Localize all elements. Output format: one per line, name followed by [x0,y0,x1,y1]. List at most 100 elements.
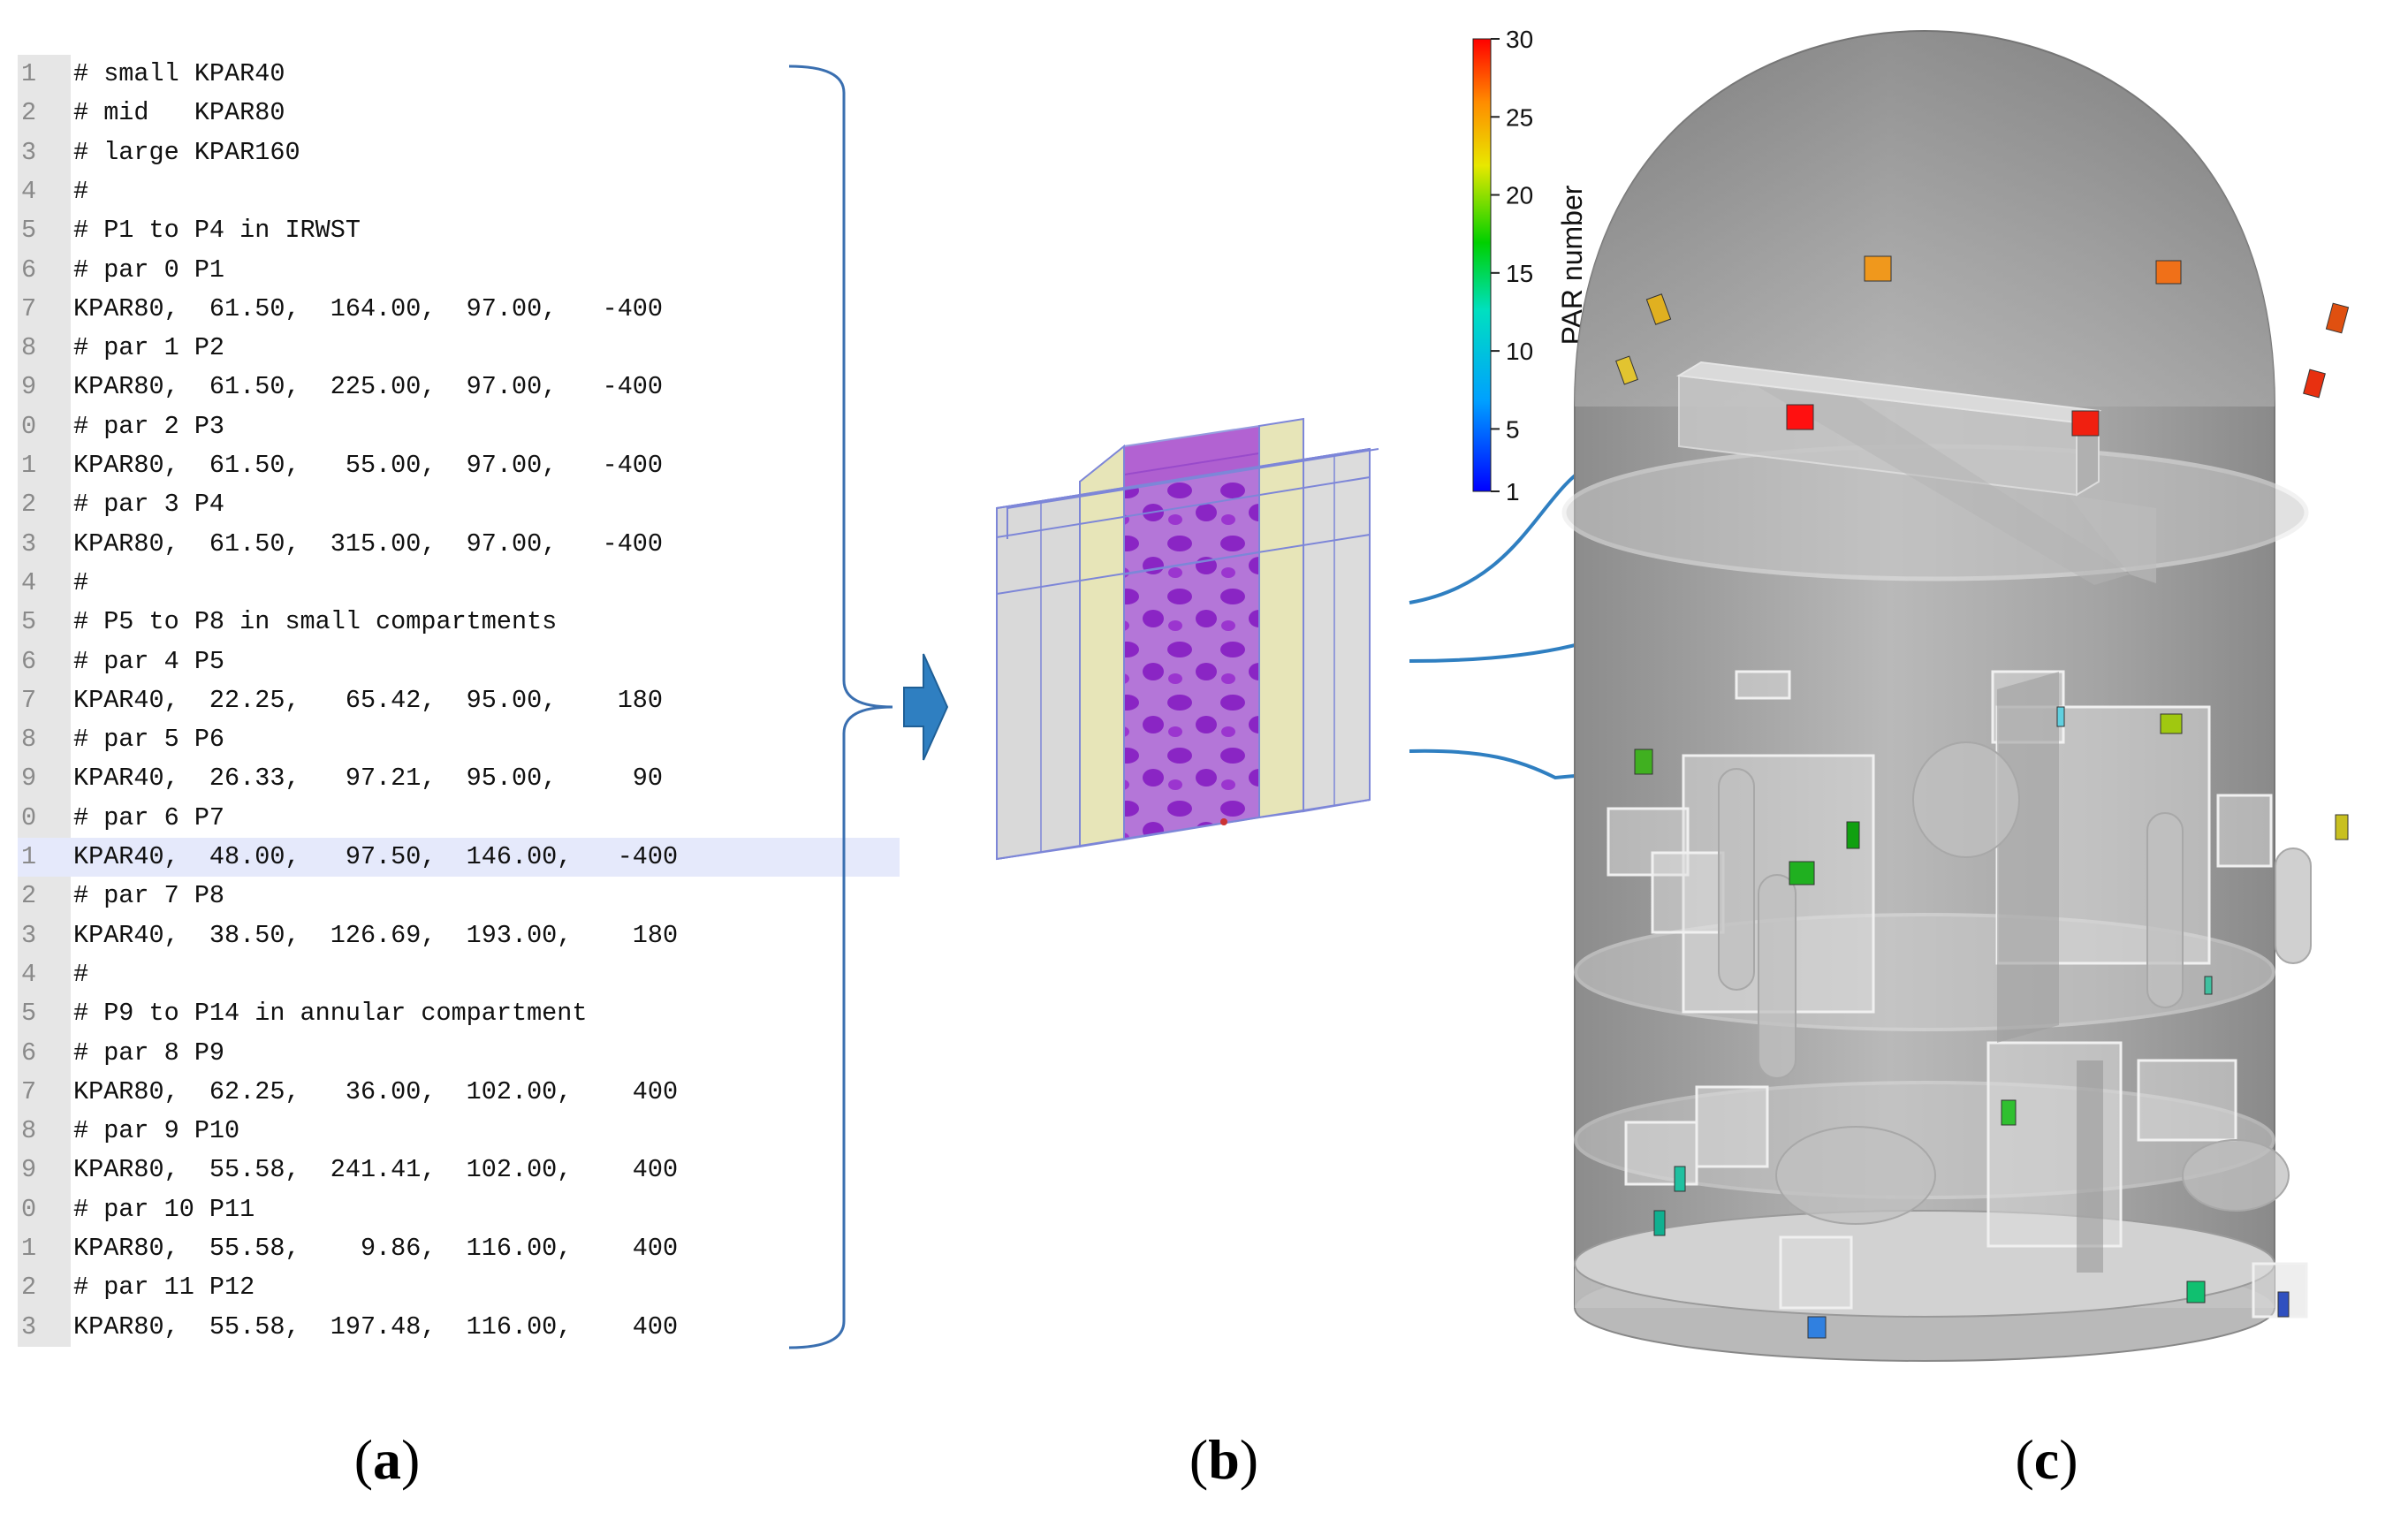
line-number: 5 [21,216,37,246]
line-text: # [73,959,89,989]
colorbar-tick-label: 5 [1506,415,1520,443]
line-text: KPAR40, 38.50, 126.69, 193.00, 180 [73,920,679,950]
line-number: 6 [21,646,37,676]
code-line: 1 KPAR80, 55.58, 9.86, 116.00, 400 [18,1229,900,1268]
code-line: 8 # par 5 P6 [18,720,900,759]
code-line: 6 # par 4 P5 [18,642,900,681]
line-text: # par 3 P4 [73,490,225,520]
panel-label-b: (b) [1189,1428,1259,1491]
line-number: 0 [21,1194,37,1224]
line-text: # par 0 P1 [73,255,225,285]
colorbar-tick-label: 1 [1506,478,1520,505]
line-text: # par 9 P10 [73,1116,240,1146]
line-number: 1 [21,59,37,88]
line-text: # mid KPAR80 [73,98,285,128]
line-text: KPAR80, 55.58, 9.86, 116.00, 400 [73,1234,679,1263]
code-line: 7 KPAR80, 62.25, 36.00, 102.00, 400 [18,1073,900,1112]
line-text: KPAR80, 61.50, 225.00, 97.00, -400 [73,372,664,402]
line-text: KPAR80, 55.58, 197.48, 116.00, 400 [73,1311,679,1341]
code-line: 5 # P1 to P4 in IRWST [18,211,900,250]
code-editor: 1 # small KPAR40 2 # mid KPAR80 3 # large KPA… [18,55,900,1347]
line-number: 7 [21,1076,37,1106]
line-text: # P9 to P14 in annular compartment [73,999,588,1029]
line-text: # par 6 P7 [73,802,225,832]
line-text: # [73,176,89,206]
code-line: 3 KPAR80, 61.50, 315.00, 97.00, -400 [18,525,900,564]
code-line: 9 KPAR80, 55.58, 241.41, 102.00, 400 [18,1151,900,1189]
code-line: 6# par 0 P1 [18,251,900,290]
code-line: 2 # par 11 P12 [18,1268,900,1307]
code-line: 8 # par 1 P2 [18,329,900,368]
line-number: 9 [21,764,37,794]
code-line: 2# par 7 P8 [18,877,900,916]
code-line: 0 # par 2 P3 [18,407,900,446]
line-text: # large KPAR160 [73,137,300,167]
line-text: KPAR80, 55.58, 241.41, 102.00, 400 [73,1155,679,1185]
line-number: 4 [21,959,37,989]
code-line: 5 # P9 to P14 in annular compartment [18,994,900,1033]
code-line: 2 # par 3 P4 [18,485,900,524]
line-number: 0 [21,802,37,832]
line-number: 5 [21,999,37,1029]
line-number-gutter [18,55,71,1347]
code-line: 1 KPAR80, 61.50, 55.00, 97.00, -400 [18,446,900,485]
code-line: 4# [18,172,900,211]
line-number: 7 [21,293,37,323]
line-text: # small KPAR40 [73,59,285,88]
line-number: 1 [21,842,37,871]
line-number: 6 [21,1037,37,1068]
line-number: 0 [21,411,37,441]
line-number: 3 [21,137,37,167]
code-line: 0# par 10 P11 [18,1190,900,1229]
code-line: 8# par 9 P10 [18,1112,900,1151]
line-text: # [73,567,89,597]
line-text: # par 2 P3 [73,411,225,441]
code-line: 3 KPAR80, 55.58, 197.48, 116.00, 400 [18,1308,900,1347]
line-number: 9 [21,1155,37,1185]
code-line: 9 KPAR40, 26.33, 97.21, 95.00, 90 [18,759,900,798]
line-number: 2 [21,490,37,520]
line-text: # par 11 P12 [73,1273,255,1303]
line-text: KPAR80, 61.50, 315.00, 97.00, -400 [73,528,664,559]
line-number: 3 [21,1311,37,1341]
code-line: 7 KPAR40, 22.25, 65.42, 95.00, 180 [18,681,900,720]
line-number: 1 [21,1234,37,1263]
colorbar-tick-label: 30 [1506,26,1533,53]
colorbar-tick-label: 15 [1506,260,1533,287]
compartment-model [996,417,1379,861]
line-text: KPAR40, 22.25, 65.42, 95.00, 180 [73,685,664,715]
line-number: 8 [21,333,37,363]
line-text: # par 7 P8 [73,881,225,911]
code-line: 4# [18,564,900,603]
code-line: 4# [18,955,900,994]
line-number: 2 [21,1273,37,1303]
line-text: KPAR80, 61.50, 55.00, 97.00, -400 [73,451,664,480]
line-text: # par 8 P9 [73,1037,225,1068]
code-line: 7 KPAR80, 61.50, 164.00, 97.00, -400 [18,290,900,329]
line-number: 4 [21,176,37,206]
line-text: # P1 to P4 in IRWST [73,216,361,246]
block-arrow [903,653,949,761]
line-text: KPAR40, 26.33, 97.21, 95.00, 90 [73,764,664,794]
panel-label-c: (c) [2015,1428,2078,1491]
line-number: 4 [21,567,37,597]
line-text: # par 4 P5 [73,646,225,676]
colorbar-tick-label: 20 [1506,182,1533,209]
line-number: 2 [21,98,37,128]
line-text: # par 1 P2 [73,333,225,363]
code-line: 5# P5 to P8 in small compartments [18,603,900,642]
line-number: 8 [21,725,37,755]
line-text: # par 5 P6 [73,725,225,755]
line-number: 7 [21,685,37,715]
colorbar-tick-label: 25 [1506,103,1533,131]
line-number: 1 [21,451,37,480]
line-text: KPAR80, 62.25, 36.00, 102.00, 400 [73,1076,679,1106]
line-text: KPAR80, 61.50, 164.00, 97.00, -400 [73,293,664,323]
line-number: 3 [21,528,37,559]
line-text: # P5 to P8 in small compartments [73,607,558,637]
containment-model [1561,29,2350,1362]
